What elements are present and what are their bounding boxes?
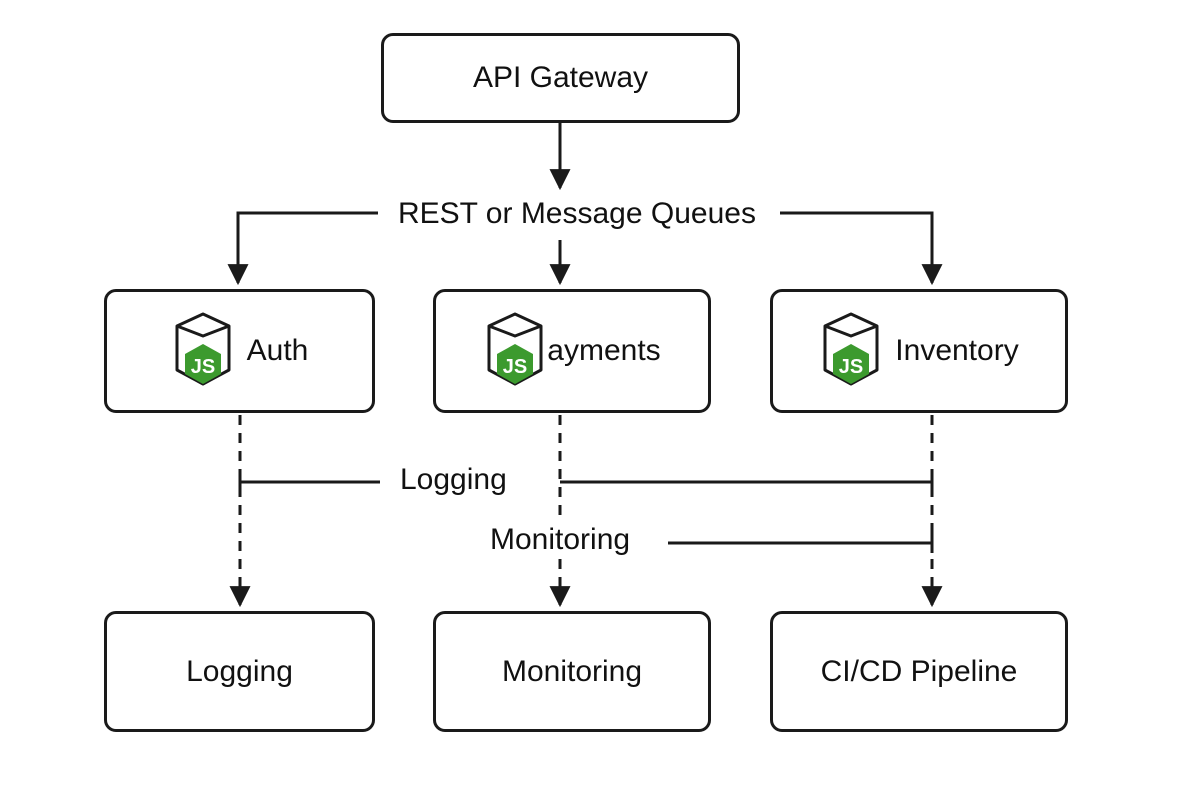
nodejs-icon: JS [823, 312, 879, 386]
svg-text:JS: JS [190, 356, 214, 378]
service-box-auth: JS Auth [104, 289, 375, 413]
inventory-connector [780, 211, 943, 286]
monitoring-cross-label: Monitoring [480, 522, 641, 558]
service-label-auth: Auth [246, 334, 309, 367]
svg-text:JS: JS [503, 356, 527, 378]
service-box-inventory: JS Inventory [770, 289, 1068, 413]
service-label-inventory: Inventory [895, 334, 1019, 367]
infra-box-logging: Logging [104, 611, 375, 732]
service-label-payments: ayments [547, 334, 661, 367]
infra-box-cicd: CI/CD Pipeline [770, 611, 1068, 732]
auth-connector [227, 211, 378, 286]
nodejs-icon: JS [175, 312, 231, 386]
transport-label: REST or Message Queues [388, 196, 766, 232]
nodejs-icon: JS [487, 312, 543, 386]
infra-label-logging: Logging [186, 654, 293, 688]
service-box-payments: JS ayments [433, 289, 711, 413]
api-gateway-box: API Gateway [381, 33, 740, 123]
infra-box-monitoring: Monitoring [433, 611, 711, 732]
logging-cross-label: Logging [390, 462, 517, 498]
api-gateway-label: API Gateway [472, 61, 649, 94]
infra-label-monitoring: Monitoring [501, 654, 643, 688]
infra-label-cicd: CI/CD Pipeline [820, 654, 1018, 688]
svg-text:JS: JS [839, 356, 863, 378]
